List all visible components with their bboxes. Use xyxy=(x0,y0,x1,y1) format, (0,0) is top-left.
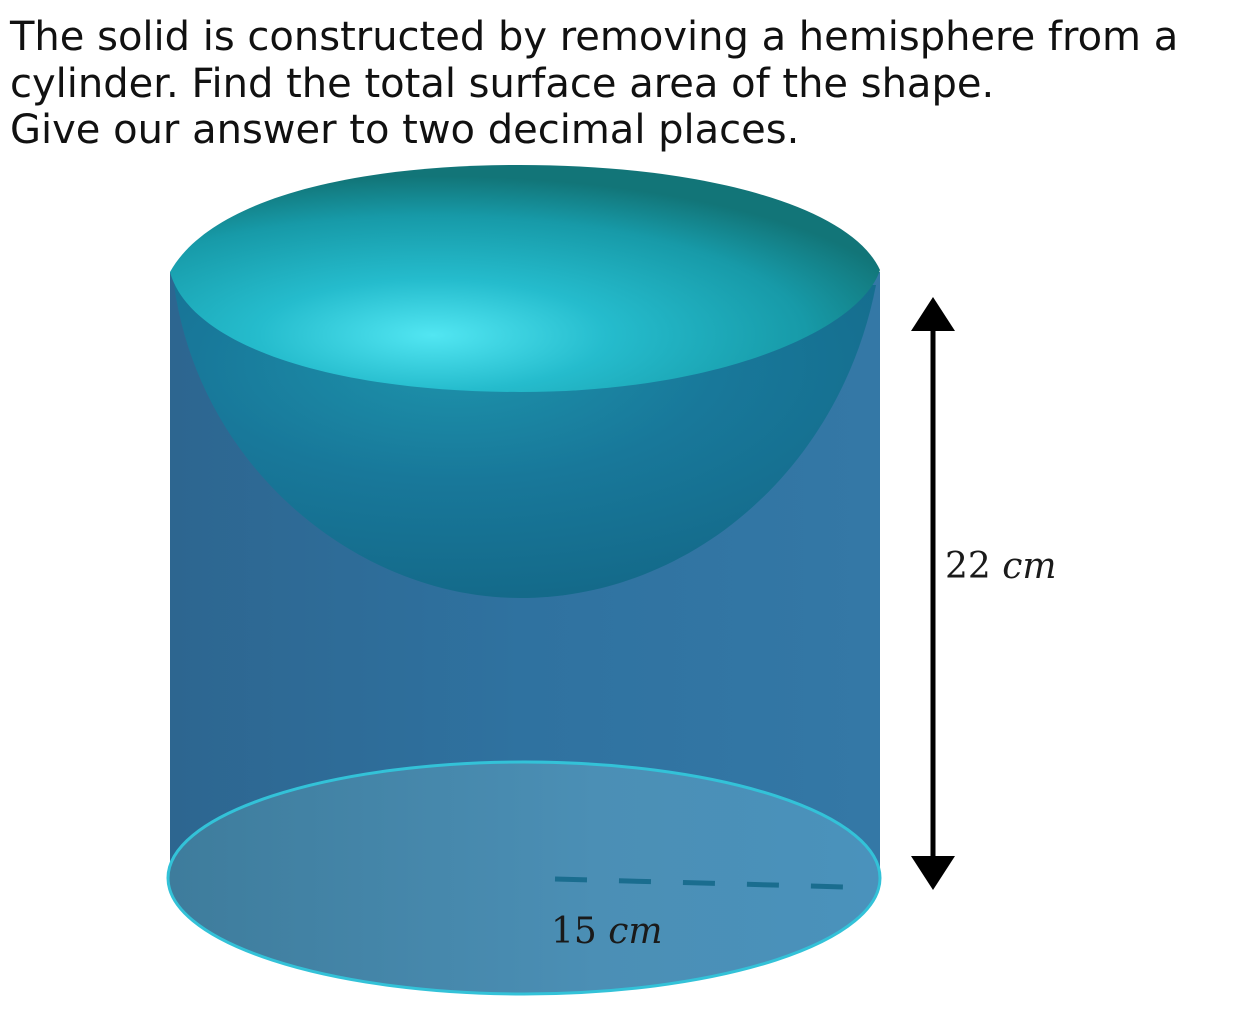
height-unit: cm xyxy=(1002,546,1056,587)
radius-unit: cm xyxy=(608,911,662,952)
question-line-1: The solid is constructed by removing a h… xyxy=(10,14,1179,60)
height-arrow xyxy=(911,297,955,890)
radius-dashed-line xyxy=(554,876,846,890)
hemisphere-inner-surface xyxy=(170,165,880,392)
radius-label: 15 cm xyxy=(551,911,663,952)
question-line-3: Give our answer to two decimal places. xyxy=(10,107,800,153)
question-text: The solid is constructed by removing a h… xyxy=(10,14,1230,154)
radius-value: 15 xyxy=(551,911,597,952)
height-value: 22 xyxy=(945,546,991,587)
cylinder-hemisphere-diagram: 22 cm 15 cm xyxy=(166,165,1057,996)
question-line-2: cylinder. Find the total surface area of… xyxy=(10,60,995,107)
height-label: 22 cm xyxy=(945,546,1057,587)
cylinder-base xyxy=(166,760,882,996)
